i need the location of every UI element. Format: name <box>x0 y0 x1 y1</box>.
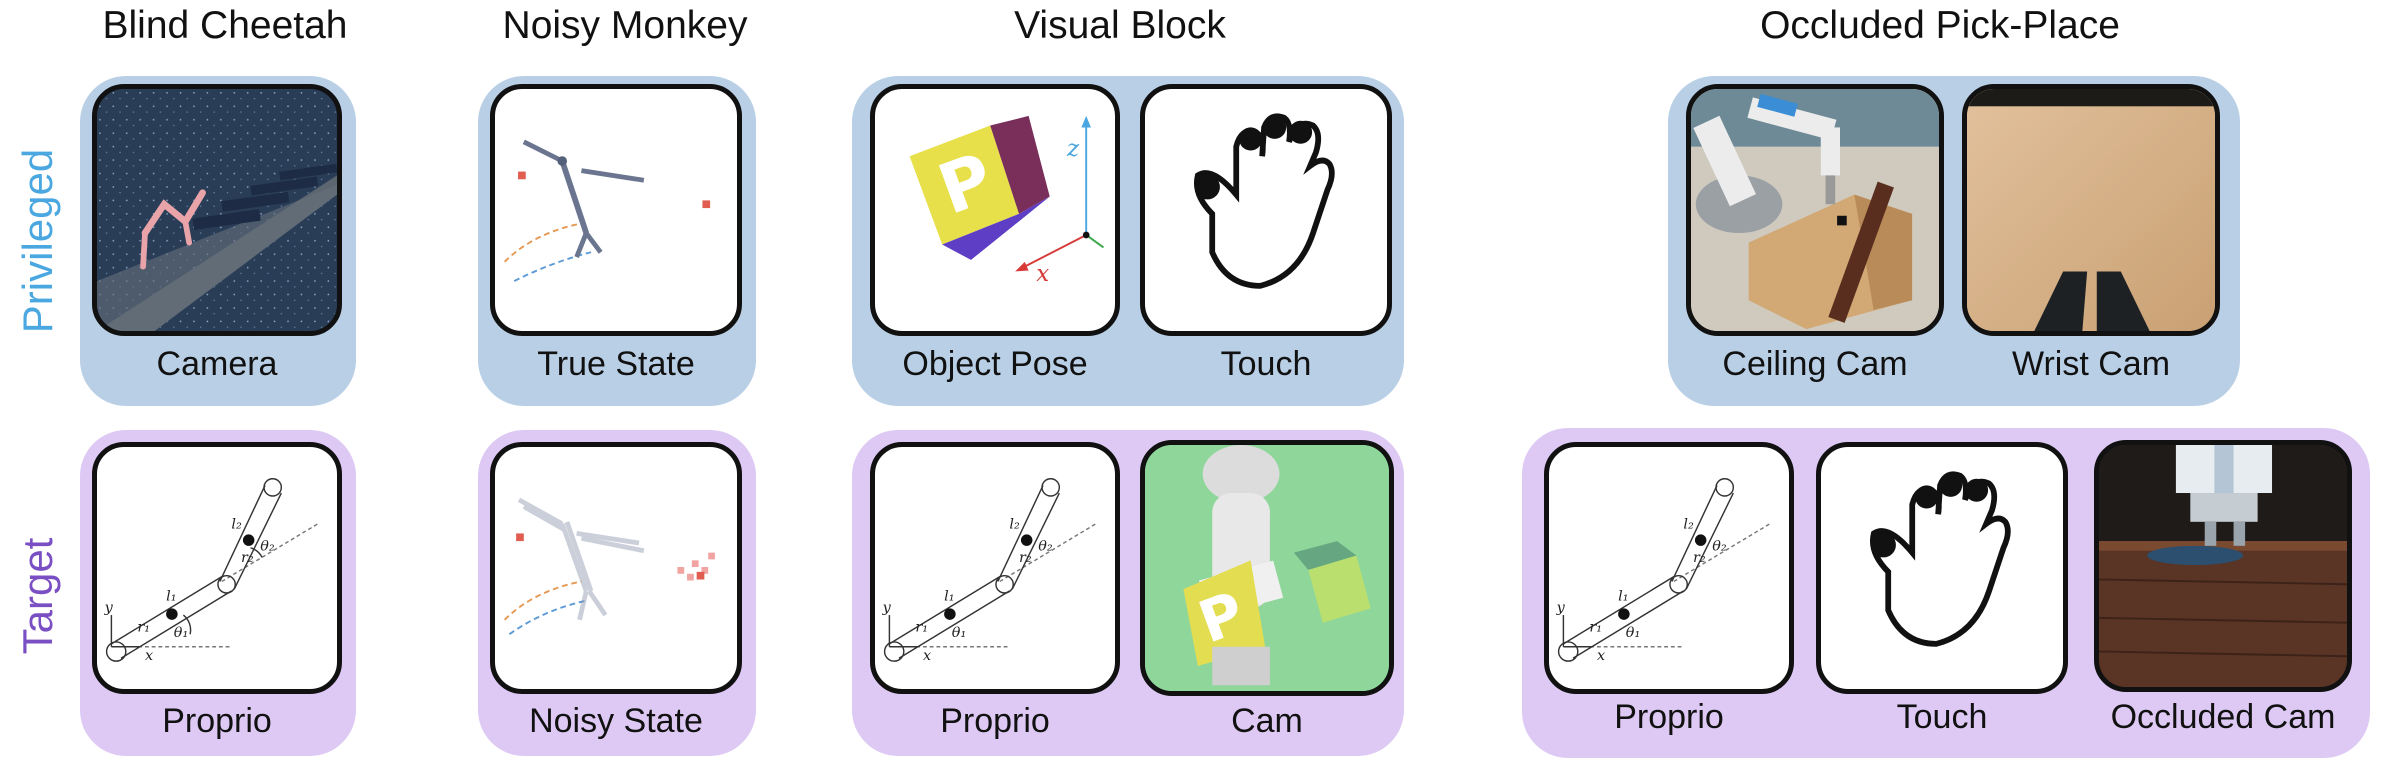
camera-image <box>92 84 342 336</box>
axis-y-label: y <box>104 600 114 616</box>
l1-label: l₁ <box>1618 589 1628 605</box>
proprio-image-cheetah: y x l₁ r₁ θ₁ l₂ r₂ θ₂ <box>92 442 342 694</box>
label-wrist-cam: Wrist Cam <box>2011 345 2171 383</box>
axis-z-label: z <box>1066 136 1080 162</box>
label-proprio-cheetah: Proprio <box>162 702 272 740</box>
l2-label: l₂ <box>1683 517 1694 533</box>
noisy-state-image <box>490 442 742 694</box>
theta1-label: θ₁ <box>174 625 188 641</box>
column-title-occluded-pick-place: Occluded Pick-Place <box>1760 4 2120 47</box>
theta1-label: θ₁ <box>1626 625 1640 641</box>
l2-label: l₂ <box>231 517 242 533</box>
label-camera: Camera <box>156 345 278 383</box>
row-label-privileged: Privileged <box>14 148 61 334</box>
label-true-state: True State <box>537 345 695 383</box>
label-noisy-state: Noisy State <box>529 702 703 740</box>
column-title-noisy-monkey: Noisy Monkey <box>502 4 748 47</box>
r1-label: r₁ <box>1589 619 1602 635</box>
touch-image-privileged <box>1140 84 1392 336</box>
label-occluded-cam: Occluded Cam <box>2110 698 2336 736</box>
wrist-cam-image <box>1962 84 2220 336</box>
label-proprio-pick-place: Proprio <box>1614 698 1724 736</box>
cam-image: P <box>1140 440 1394 696</box>
label-object-pose: Object Pose <box>902 345 1088 383</box>
axis-y-label: y <box>1556 600 1566 616</box>
object-pose-image: P z x <box>870 84 1120 336</box>
row-label-target: Target <box>14 537 61 655</box>
theta2-label: θ₂ <box>1038 539 1053 555</box>
l1-label: l₁ <box>166 589 176 605</box>
ceiling-cam-image <box>1686 84 1944 336</box>
column-title-visual-block: Visual Block <box>1014 4 1226 47</box>
r2-label: r₂ <box>1693 550 1706 566</box>
label-touch-privileged: Touch <box>1220 345 1312 383</box>
theta2-label: θ₂ <box>1712 539 1727 555</box>
l2-label: l₂ <box>1009 517 1020 533</box>
label-ceiling-cam: Ceiling Cam <box>1722 345 1908 383</box>
occluded-cam-image <box>2094 440 2352 692</box>
theta2-label: θ₂ <box>260 539 275 555</box>
r2-label: r₂ <box>1019 550 1032 566</box>
label-proprio-block: Proprio <box>940 702 1050 740</box>
proprio-image-block: y x l₁ r₁ θ₁ l₂ r₂ θ₂ <box>870 442 1120 694</box>
r2-label: r₂ <box>241 550 254 566</box>
theta1-label: θ₁ <box>952 625 966 641</box>
touch-image-target <box>1816 442 2068 694</box>
axis-x-label-proprio: x <box>145 648 153 664</box>
proprio-image-pick-place: y x l₁ r₁ θ₁ l₂ r₂ θ₂ <box>1544 442 1794 694</box>
axis-x-label: x <box>1036 261 1049 287</box>
axis-x-label-proprio: x <box>1597 648 1605 664</box>
l1-label: l₁ <box>944 589 954 605</box>
axis-x-label-proprio: x <box>923 648 931 664</box>
r1-label: r₁ <box>137 619 150 635</box>
column-title-blind-cheetah: Blind Cheetah <box>102 4 348 47</box>
true-state-image <box>490 84 742 336</box>
label-touch-target: Touch <box>1896 698 1988 736</box>
axis-y-label: y <box>882 600 892 616</box>
r1-label: r₁ <box>915 619 928 635</box>
label-cam: Cam <box>1231 702 1303 740</box>
